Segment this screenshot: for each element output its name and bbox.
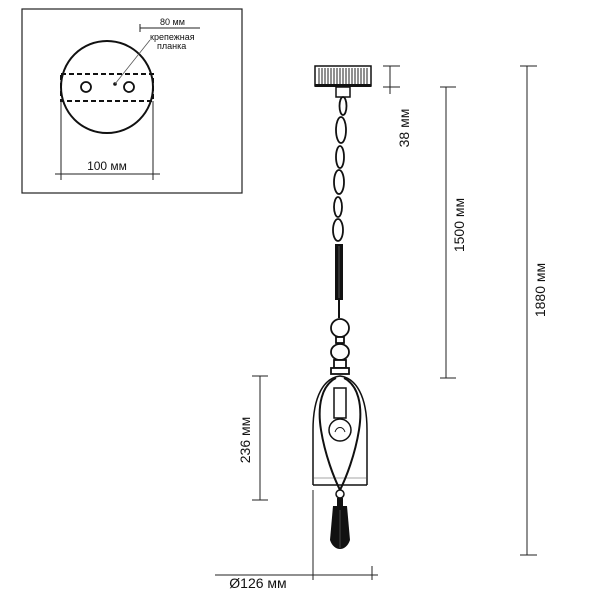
dim-total-height-label: 1880 мм: [532, 263, 548, 317]
tassel: [330, 489, 350, 549]
chain: [332, 96, 348, 242]
dim-100-label: 100 мм: [87, 159, 127, 173]
pendant-lamp: [312, 65, 372, 549]
bracket-hole-left: [80, 81, 92, 93]
bracket-leader-line: [114, 39, 151, 85]
dim-chain-length-label: 1500 мм: [451, 198, 467, 252]
bracket-label-line1: крепежная: [150, 32, 195, 42]
dim-shade-height-label: 236 мм: [237, 417, 253, 464]
ceiling-canopy: [314, 65, 372, 98]
dimension-lines: 38 мм 1500 мм 1880 мм 236 мм Ø126 мм: [215, 65, 548, 591]
bracket-hole-right: [123, 81, 135, 93]
bracket-label-line2: планка: [157, 41, 186, 51]
dim-canopy-height-label: 38 мм: [396, 109, 412, 148]
canopy-plate-circle: [60, 40, 154, 134]
mounting-bracket: [60, 73, 154, 102]
dim-80-label: 80 мм: [160, 17, 185, 27]
socket-bulb: [328, 387, 352, 442]
glass-shade: [312, 375, 368, 486]
inset-panel: 80 мм крепежная планка 100 мм: [21, 8, 243, 194]
cord-sleeve: [335, 244, 343, 300]
top-ring-finial: [330, 300, 350, 375]
dim-shade-diameter-label: Ø126 мм: [229, 575, 286, 591]
wire-frame: [318, 377, 362, 491]
